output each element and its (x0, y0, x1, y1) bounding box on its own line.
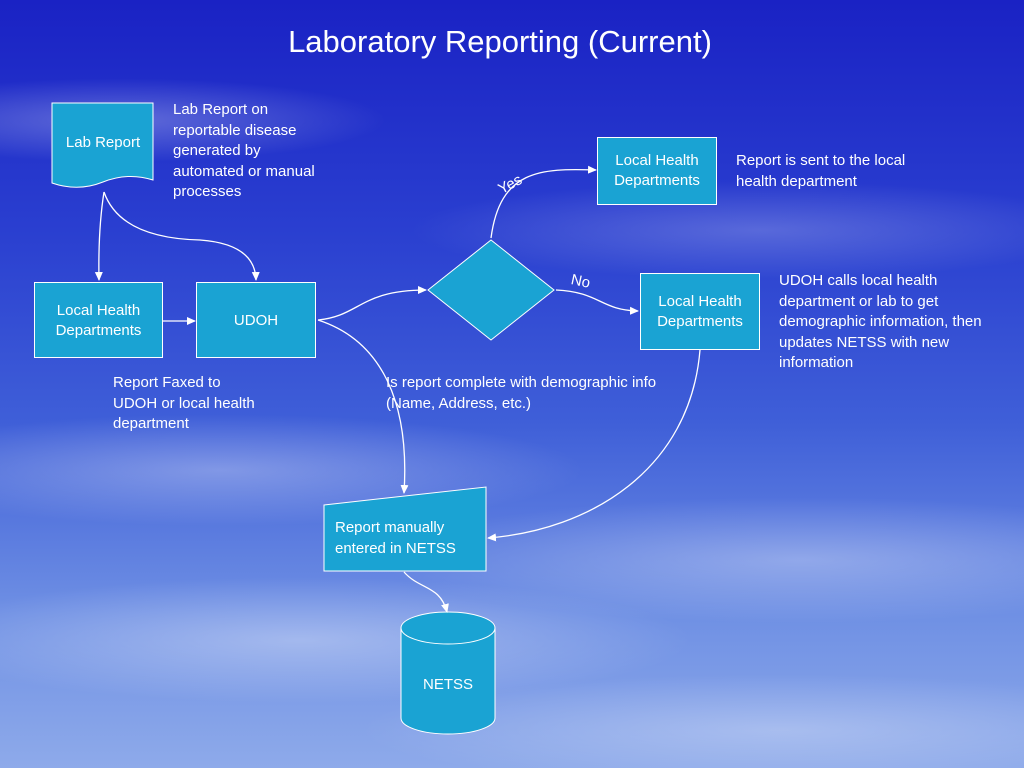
lhd-left-box: Local Health Departments (34, 282, 163, 358)
decision-note: Is report complete with demographic info… (386, 374, 657, 412)
lab-report-shape (51, 102, 154, 188)
lab-report-label: Lab Report (65, 134, 141, 151)
sent-note: Report is sent to the local health depar… (736, 152, 906, 190)
udoh-box: UDOH (196, 282, 316, 358)
edge-yes (490, 165, 597, 239)
netss-cylinder (400, 611, 496, 735)
lab-report-note: Lab Report on reportable disease generat… (173, 101, 315, 200)
edge-lab-to-lhd (94, 191, 105, 281)
edge-manual-to-netss (403, 571, 449, 613)
edge-udoh-to-decision (317, 286, 427, 321)
udoh-label: UDOH (233, 312, 279, 329)
netss-label: NETSS (422, 676, 473, 693)
edge-lhd-right-to-manual (487, 349, 701, 542)
calls-note: UDOH calls local health department or la… (779, 272, 982, 371)
lhd-top-label: Local Health Departments (614, 152, 700, 189)
lhd-left-label: Local Health Departments (55, 302, 142, 339)
faxed-note: Report Faxed to UDOH or local health dep… (113, 374, 255, 432)
lhd-right-box: Local Health Departments (640, 273, 760, 350)
manual-entry-shape (323, 486, 487, 572)
lhd-top-box: Local Health Departments (597, 137, 717, 205)
page-title: Laboratory Reporting (Current) (288, 24, 712, 59)
edge-no (555, 289, 639, 315)
manual-entry-label: Report manually entered in NETSS (335, 519, 456, 557)
edge-udoh-to-manual (317, 319, 409, 494)
decision-diamond (427, 239, 555, 341)
edge-lab-to-udoh (103, 191, 260, 281)
lhd-right-label: Local Health Departments (657, 293, 743, 330)
no-label: No (569, 271, 592, 292)
